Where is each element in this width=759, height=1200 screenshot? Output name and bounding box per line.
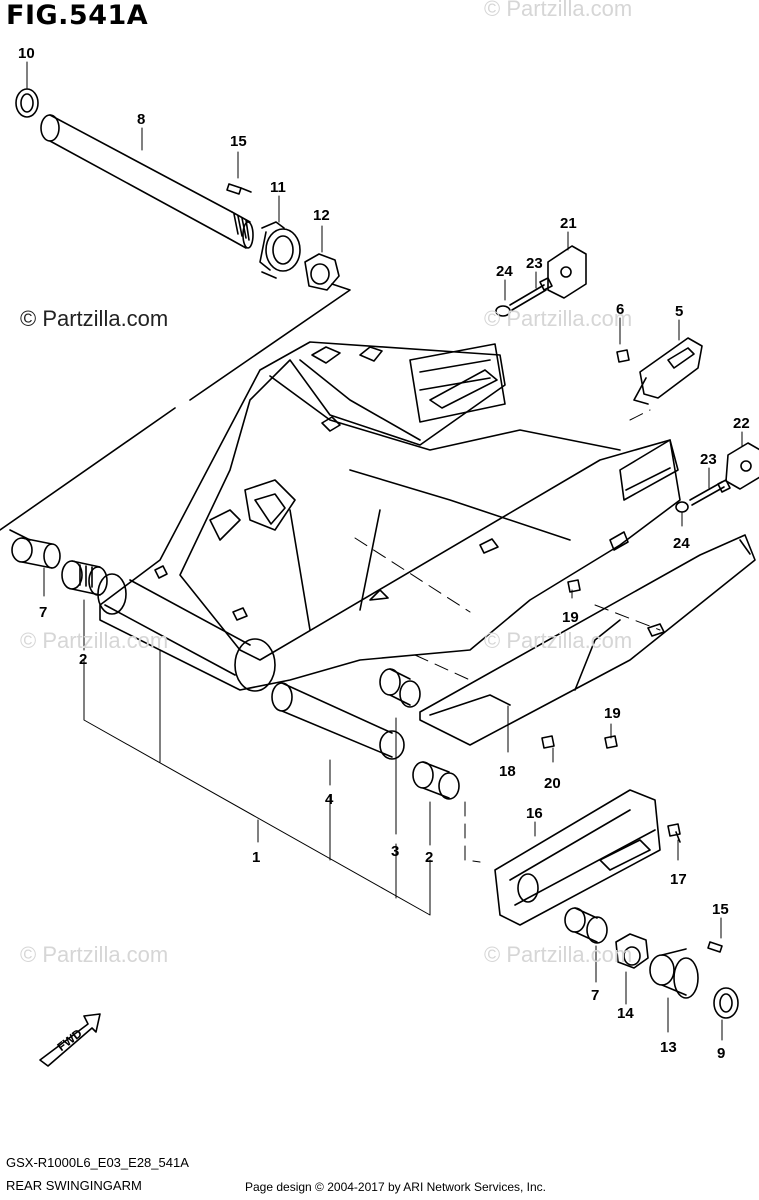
callout-14[interactable]: 14 <box>617 1005 634 1022</box>
part-17-bolt[interactable] <box>667 823 681 843</box>
watermark-faint: © Partzilla.com <box>484 942 633 967</box>
part-23-bolt-top[interactable] <box>509 277 553 311</box>
watermark-faint: © Partzilla.com <box>20 942 169 967</box>
leader-lines <box>26 61 743 1041</box>
part-7-collar-left[interactable] <box>11 537 61 569</box>
watermark: © Partzilla.com <box>20 306 169 331</box>
part-5-chain-guide-plate[interactable] <box>633 337 703 405</box>
callout-9[interactable]: 9 <box>717 1045 725 1062</box>
callout-18[interactable]: 18 <box>499 763 516 780</box>
part-7-collar-right[interactable] <box>564 907 608 944</box>
callout-15[interactable]: 15 <box>230 133 247 150</box>
callout-6[interactable]: 6 <box>616 301 624 318</box>
part-23-bolt-right[interactable] <box>689 479 731 506</box>
figure-title: FIG.541A <box>6 0 149 31</box>
callout-20[interactable]: 20 <box>544 775 561 792</box>
part-19-screw-a[interactable] <box>567 579 581 593</box>
watermark-faint: © Partzilla.com <box>20 628 169 653</box>
part-12-pivot-nut[interactable] <box>304 253 340 291</box>
part-2-bearing-right[interactable] <box>412 761 460 800</box>
part-14-nut[interactable] <box>615 933 649 969</box>
part-3-bearing[interactable] <box>379 668 421 708</box>
callout-7[interactable]: 7 <box>39 604 47 621</box>
callout-labels: 10 8 15 11 12 21 24 23 6 5 22 23 24 7 2 … <box>18 45 750 1062</box>
part-24-washer-right[interactable] <box>675 501 689 513</box>
page-credit: Page design © 2004-2017 by ARI Network S… <box>245 1180 547 1194</box>
part-11-pivot-adjuster[interactable] <box>259 221 301 279</box>
watermark-faint: © Partzilla.com <box>484 0 633 21</box>
part-1-swingarm[interactable] <box>97 341 681 692</box>
callout-10[interactable]: 10 <box>18 45 35 62</box>
callout-24[interactable]: 24 <box>496 263 513 280</box>
part-22-adjuster-block[interactable] <box>725 442 759 490</box>
callout-19[interactable]: 19 <box>562 609 579 626</box>
callout-12[interactable]: 12 <box>313 207 330 224</box>
callout-24[interactable]: 24 <box>673 535 690 552</box>
dashed-assembly-lines <box>354 409 661 863</box>
part-2-bearing-left[interactable] <box>61 560 108 596</box>
callout-4[interactable]: 4 <box>325 791 334 808</box>
part-9-lock-nut[interactable] <box>713 987 739 1019</box>
watermark-faint: © Partzilla.com <box>484 306 633 331</box>
callout-13[interactable]: 13 <box>660 1039 677 1056</box>
callout-5[interactable]: 5 <box>675 303 683 320</box>
callout-22[interactable]: 22 <box>733 415 750 432</box>
part-18-chain-cover[interactable] <box>419 534 756 746</box>
callout-2[interactable]: 2 <box>79 651 87 668</box>
part-19-screw-b[interactable] <box>604 735 618 749</box>
part-13-adjuster[interactable] <box>649 948 699 999</box>
part-24-washer-top[interactable] <box>495 305 511 317</box>
callout-2[interactable]: 2 <box>425 849 433 866</box>
watermark-faint: © Partzilla.com <box>484 628 633 653</box>
part-15-screw-bottom[interactable] <box>707 941 723 953</box>
part-6-screw[interactable] <box>616 349 630 363</box>
part-8-pivot-shaft[interactable] <box>40 114 254 249</box>
fwd-arrow-icon <box>39 1013 101 1067</box>
callout-17[interactable]: 17 <box>670 871 687 888</box>
callout-23[interactable]: 23 <box>700 451 717 468</box>
callout-1[interactable]: 1 <box>252 849 260 866</box>
part-15-screw-top[interactable] <box>226 183 252 195</box>
part-10-lock-ring[interactable] <box>15 88 39 118</box>
part-21-adjuster-block[interactable] <box>547 245 587 299</box>
part-4-spacer[interactable] <box>271 682 405 760</box>
callout-3[interactable]: 3 <box>391 843 399 860</box>
part-16-chain-buffer[interactable] <box>494 789 661 926</box>
callout-21[interactable]: 21 <box>560 215 577 232</box>
callout-8[interactable]: 8 <box>137 111 145 128</box>
figure-name: REAR SWINGINGARM <box>6 1178 142 1193</box>
figure-code: GSX-R1000L6_E03_E28_541A <box>6 1155 189 1170</box>
callout-16[interactable]: 16 <box>526 805 543 822</box>
callout-11[interactable]: 11 <box>270 179 286 196</box>
part-20-screw[interactable] <box>541 735 555 749</box>
callout-19[interactable]: 19 <box>604 705 621 722</box>
callout-7[interactable]: 7 <box>591 987 599 1004</box>
callout-15[interactable]: 15 <box>712 901 729 918</box>
callout-23[interactable]: 23 <box>526 255 543 272</box>
